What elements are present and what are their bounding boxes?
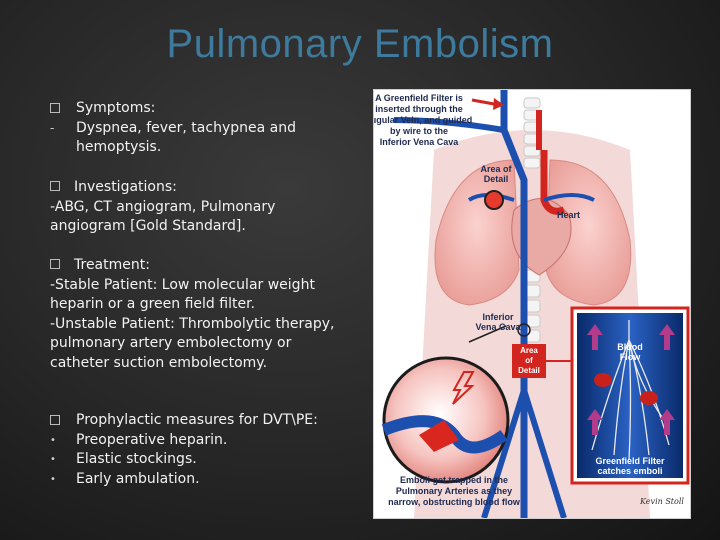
flow-arrow-icon: [452, 371, 475, 405]
list-item: • Preoperative heparin.: [50, 431, 350, 451]
badge-line: Area: [520, 346, 538, 355]
arrow-right-icon: [493, 98, 504, 110]
detail-connector: [468, 325, 507, 343]
treatment-line-unstable: -Unstable Patient: Thrombolytic therapy,…: [50, 315, 335, 371]
filter-marker: [517, 323, 531, 337]
investigations-line: -ABG, CT angiogram, Pulmonary angiogram …: [50, 198, 276, 235]
investigations-section: Investigations: -ABG, CT angiogram, Pulm…: [50, 178, 350, 237]
symptoms-body: Dyspnea, fever, tachypnea and hemoptysis…: [76, 119, 296, 156]
caption-line: Emboli get trapped in the: [400, 475, 508, 485]
illustration-svg: Area of Detail A Greenfield Filter is in…: [374, 90, 690, 518]
prophylactic-heading: Prophylactic measures for DVT\PE:: [76, 412, 318, 428]
dot-bullet-icon: •: [50, 434, 56, 446]
detail-marker: [484, 190, 504, 210]
area-of-detail-badge: [512, 344, 546, 378]
label-line: Blood: [617, 342, 643, 352]
caption-line: by wire to the: [390, 126, 448, 136]
checkbox-bullet-icon: [50, 415, 60, 425]
insertion-arrow-line: [471, 98, 495, 106]
embolus: [419, 420, 459, 452]
artist-signature: Kevin Stoll: [639, 497, 684, 506]
label-line: Area of: [480, 164, 512, 174]
label-line: Vena Cava: [475, 322, 521, 332]
badge-line: of: [525, 356, 533, 365]
pulmonary-vessel: [543, 193, 595, 202]
label-line: Greenfield Filter: [595, 456, 665, 466]
investigations-heading-row: Investigations:: [50, 178, 350, 198]
iliac-veins: [481, 389, 567, 518]
list-item: • Elastic stockings.: [50, 450, 350, 470]
greenfield-filter-illustration: Area of Detail A Greenfield Filter is in…: [373, 89, 691, 519]
label-line: Inferior: [482, 312, 514, 322]
badge-line: Detail: [518, 366, 540, 375]
heart-label: Heart: [557, 210, 580, 220]
caption-line: Jugular Vein, and guided: [374, 115, 472, 125]
embolus: [594, 373, 612, 387]
treatment-line-stable: -Stable Patient: Low molecular weight he…: [50, 276, 315, 313]
list-item: • Early ambulation.: [50, 470, 350, 490]
caption-line: Pulmonary Arteries as they: [396, 486, 512, 496]
bottom-caption: Emboli get trapped in the Pulmonary Arte…: [388, 475, 521, 507]
prophylactic-section: Prophylactic measures for DVT\PE: • Preo…: [50, 411, 350, 489]
arrow-up-icon: [659, 409, 675, 435]
treatment-heading-row: Treatment:: [50, 256, 350, 276]
label-line: Detail: [484, 174, 509, 184]
dash-bullet-icon: -: [50, 120, 55, 135]
symptoms-heading-row: Symptoms:: [50, 99, 350, 119]
arrow-up-icon: [587, 324, 603, 350]
caption-line: narrow, obstructing blood flow: [388, 497, 521, 507]
caption-line: Inferior Vena Cava: [380, 137, 460, 147]
subclavian-vein: [393, 117, 505, 133]
symptoms-body-row: - Dyspnea, fever, tachypnea and hemoptys…: [50, 119, 350, 158]
dot-bullet-icon: •: [50, 473, 56, 485]
ivc-label: Inferior Vena Cava: [475, 312, 521, 332]
embolus: [640, 391, 658, 405]
checkbox-bullet-icon: [50, 259, 60, 269]
symptoms-heading: Symptoms:: [76, 100, 156, 116]
filter-label: Greenfield Filter catches emboli: [595, 456, 665, 476]
prophylactic-heading-row: Prophylactic measures for DVT\PE:: [50, 411, 350, 431]
treatment-section: Treatment: -Stable Patient: Low molecula…: [50, 256, 350, 373]
checkbox-bullet-icon: [50, 103, 60, 113]
dot-bullet-icon: •: [50, 454, 56, 465]
caption-line: inserted through the: [375, 104, 463, 114]
area-of-detail-label: Area of Detail: [480, 164, 512, 184]
blood-flow-label: Blood Flow: [617, 342, 643, 362]
arrow-up-icon: [587, 409, 603, 435]
top-caption: A Greenfield Filter is inserted through …: [374, 93, 472, 147]
vena-cava: [500, 90, 528, 518]
arrow-up-icon: [659, 324, 675, 350]
prophylactic-item: Early ambulation.: [76, 470, 200, 487]
label-line: catches emboli: [597, 466, 662, 476]
investigations-heading: Investigations:: [74, 179, 177, 195]
prophylactic-item: Preoperative heparin.: [76, 431, 228, 448]
slide-title: Pulmonary Embolism: [166, 22, 554, 66]
symptoms-section: Symptoms: - Dyspnea, fever, tachypnea an…: [50, 99, 350, 158]
label-line: Flow: [620, 352, 641, 362]
prophylactic-item: Elastic stockings.: [76, 451, 197, 467]
caption-line: A Greenfield Filter is: [375, 93, 463, 103]
checkbox-bullet-icon: [50, 181, 60, 191]
treatment-heading: Treatment:: [74, 257, 150, 273]
